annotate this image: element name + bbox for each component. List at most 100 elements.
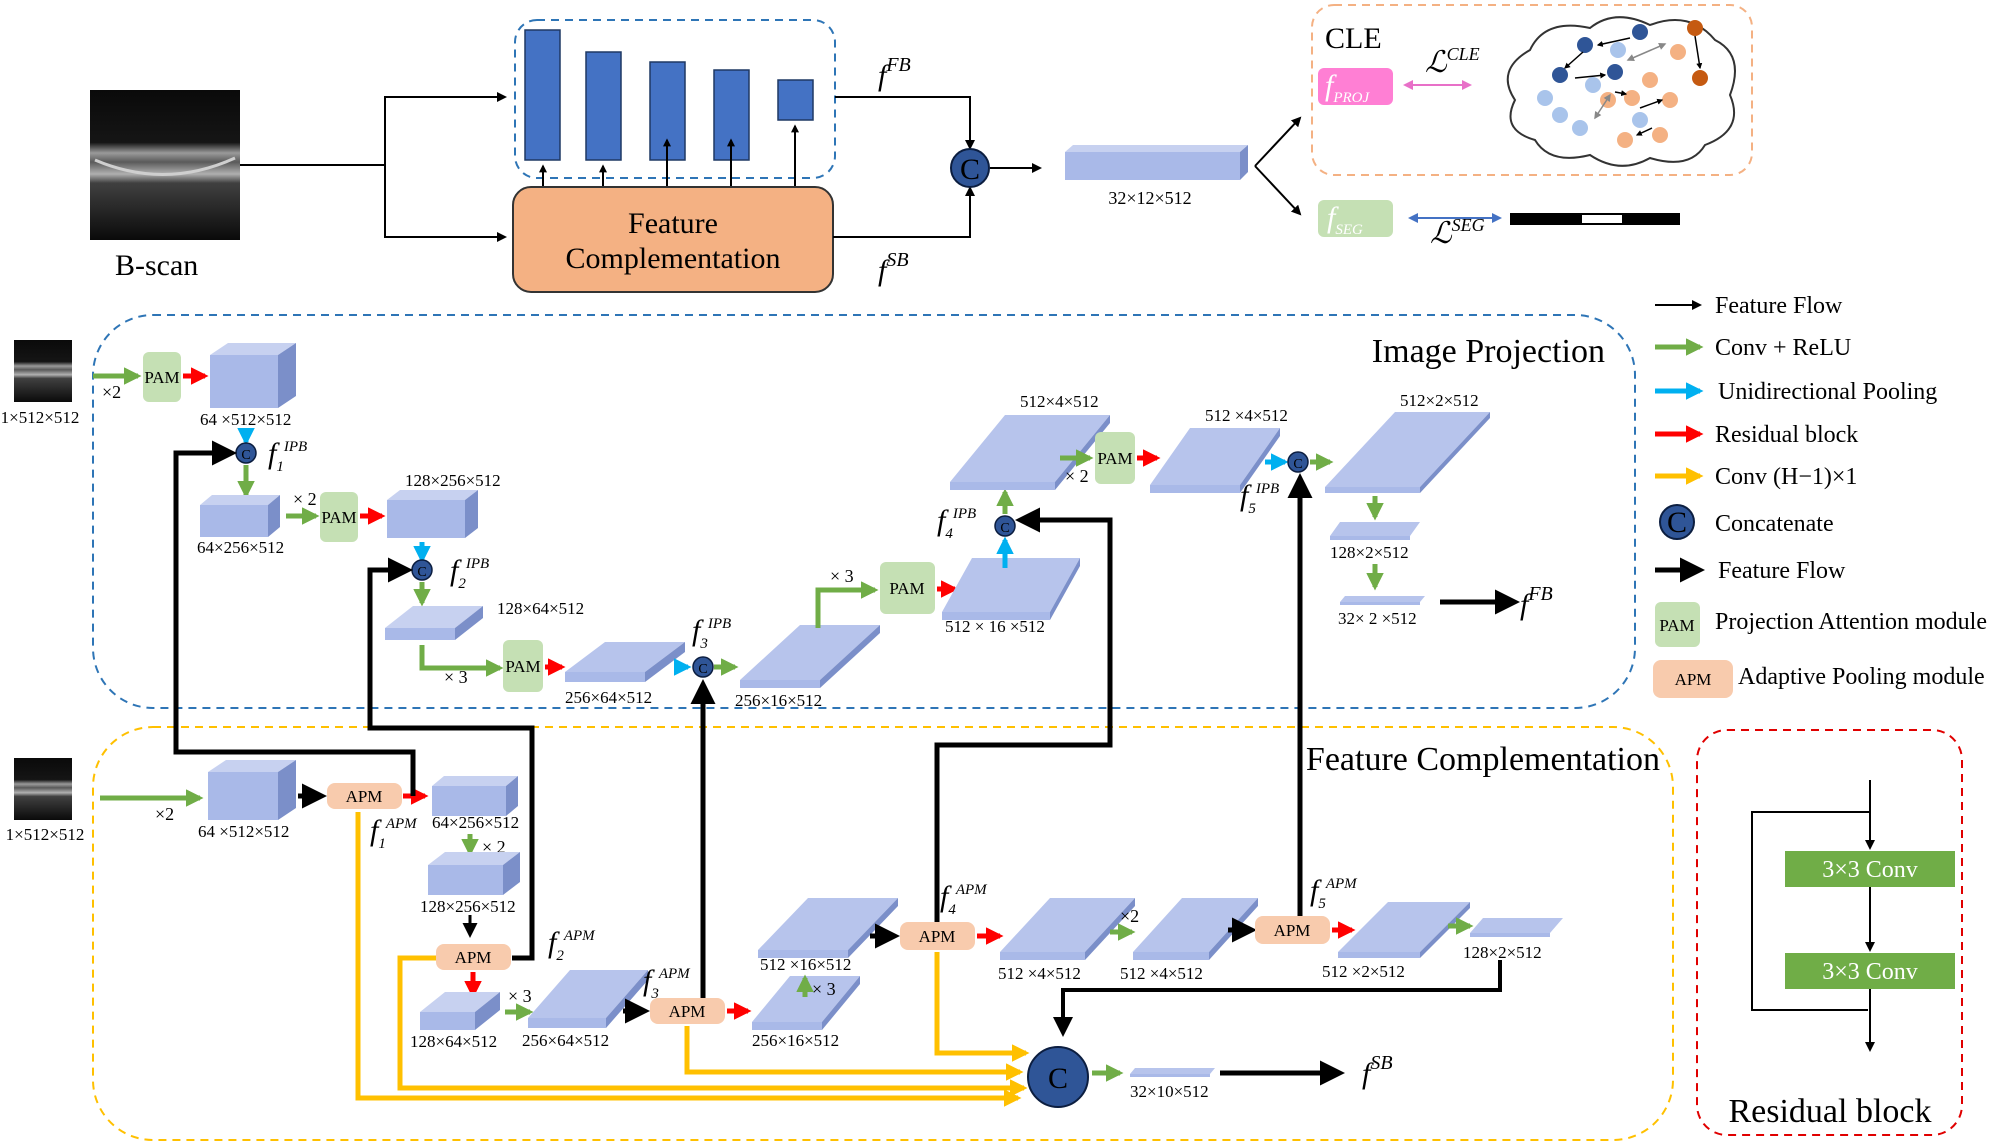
svg-text:256×16×512: 256×16×512 bbox=[752, 1031, 839, 1050]
cle-box bbox=[1311, 4, 1753, 176]
ip-slab-6 bbox=[1330, 522, 1420, 540]
svg-text:1×512×512: 1×512×512 bbox=[6, 825, 85, 844]
svg-text:f1IPB: f1IPB bbox=[268, 437, 307, 475]
fc-slab-3d bbox=[752, 976, 860, 1030]
svg-text:f5APM: f5APM bbox=[1310, 874, 1358, 912]
svg-text:C: C bbox=[1293, 457, 1302, 472]
svg-text:256×64×512: 256×64×512 bbox=[522, 1031, 609, 1050]
svg-text:C: C bbox=[1667, 506, 1687, 539]
svg-text:Feature Flow: Feature Flow bbox=[1715, 293, 1843, 319]
fused-dim-label: 32×12×512 bbox=[1108, 188, 1191, 208]
fc-module-box bbox=[512, 186, 834, 293]
svg-text:Conv (H−1)×1: Conv (H−1)×1 bbox=[1715, 464, 1857, 490]
fc-apm-4 bbox=[900, 922, 975, 950]
bscan-label: B-scan bbox=[115, 249, 198, 282]
svg-text:PAM: PAM bbox=[321, 508, 356, 527]
svg-text:×2: ×2 bbox=[102, 382, 121, 402]
svg-text:× 2: × 2 bbox=[1065, 466, 1089, 486]
svg-text:512 × 16 ×512: 512 × 16 ×512 bbox=[945, 617, 1045, 636]
loss-seg-label: ℒSEG bbox=[1430, 215, 1485, 250]
svg-text:512 ×4×512: 512 ×4×512 bbox=[998, 964, 1081, 983]
svg-text:512 ×2×512: 512 ×2×512 bbox=[1322, 962, 1405, 981]
fc-apm-1 bbox=[327, 783, 402, 809]
fc-module-label-1: Feature bbox=[628, 207, 718, 240]
svg-text:f1APM: f1APM bbox=[370, 814, 418, 852]
ip-bars bbox=[524, 29, 814, 161]
svg-text:128×256×512: 128×256×512 bbox=[420, 897, 516, 916]
svg-text:APM: APM bbox=[669, 1002, 706, 1021]
svg-text:128×64×512: 128×64×512 bbox=[497, 599, 584, 618]
svg-text:f2APM: f2APM bbox=[548, 926, 596, 964]
ip-input-thumb bbox=[14, 340, 72, 402]
fc-apm-3 bbox=[650, 998, 725, 1024]
svg-text:PAM: PAM bbox=[1097, 449, 1132, 468]
svg-text:32×10×512: 32×10×512 bbox=[1130, 1082, 1209, 1101]
svg-text:×2: ×2 bbox=[1120, 906, 1139, 926]
svg-text:64×256×512: 64×256×512 bbox=[432, 813, 519, 832]
fc-cube-2b bbox=[428, 852, 520, 895]
fc-input-thumb bbox=[14, 758, 72, 820]
svg-text:×2: ×2 bbox=[155, 804, 174, 824]
svg-text:512×2×512: 512×2×512 bbox=[1400, 391, 1479, 410]
embedding-points bbox=[1537, 20, 1708, 148]
fc-slab-3c bbox=[758, 898, 898, 958]
f-fb-label: fFB bbox=[878, 54, 911, 92]
svg-text:f5IPB: f5IPB bbox=[1240, 479, 1279, 517]
fused-feature-block bbox=[1065, 145, 1248, 152]
svg-text:3×3 Conv: 3×3 Conv bbox=[1822, 959, 1918, 985]
svg-text:512×4×512: 512×4×512 bbox=[1020, 392, 1099, 411]
fc-apm-2 bbox=[436, 944, 511, 970]
svg-text:APM: APM bbox=[455, 948, 492, 967]
residual-block-panel: 3×3 Conv 3×3 Conv Residual block bbox=[1696, 729, 1963, 1136]
ip-slab-5b bbox=[1325, 412, 1490, 493]
fc-apm-5 bbox=[1255, 916, 1330, 944]
svg-text:APM: APM bbox=[1675, 670, 1712, 689]
f-seg-block bbox=[1318, 200, 1393, 237]
f-proj-block bbox=[1318, 68, 1393, 105]
svg-text:Conv + ReLU: Conv + ReLU bbox=[1715, 335, 1851, 361]
svg-text:512 ×16×512: 512 ×16×512 bbox=[760, 955, 851, 974]
svg-text:512 ×4×512: 512 ×4×512 bbox=[1205, 406, 1288, 425]
svg-text:64 ×512×512: 64 ×512×512 bbox=[198, 822, 289, 841]
svg-text:128×2×512: 128×2×512 bbox=[1463, 943, 1542, 962]
cross-branch-paths bbox=[173, 440, 1313, 998]
svg-text:PAM: PAM bbox=[505, 657, 540, 676]
fc-cube-1 bbox=[208, 760, 296, 820]
svg-text:PAM: PAM bbox=[1659, 616, 1694, 635]
svg-text:C: C bbox=[1048, 1062, 1068, 1095]
svg-text:C: C bbox=[417, 565, 426, 580]
fc-title: Feature Complementation bbox=[1306, 741, 1660, 778]
ip-cube-1 bbox=[210, 343, 296, 408]
fc-concat-node bbox=[1027, 1046, 1089, 1108]
svg-text:32× 2 ×512: 32× 2 ×512 bbox=[1338, 609, 1417, 628]
svg-text:fSB: fSB bbox=[1362, 1052, 1393, 1090]
svg-text:f2IPB: f2IPB bbox=[450, 554, 489, 592]
svg-text:PAM: PAM bbox=[889, 579, 924, 598]
svg-text:× 3: × 3 bbox=[508, 986, 532, 1006]
svg-text:Adaptive Pooling module: Adaptive Pooling module bbox=[1738, 664, 1985, 690]
svg-text:C: C bbox=[1000, 521, 1009, 536]
ip-cube-2a bbox=[200, 495, 280, 537]
fc-slab-5a bbox=[1338, 902, 1470, 958]
svg-text:Concatenate: Concatenate bbox=[1715, 511, 1834, 537]
svg-text:128×256×512: 128×256×512 bbox=[405, 471, 501, 490]
ip-slab-7 bbox=[1340, 596, 1425, 605]
fc-slab-4a bbox=[1000, 898, 1135, 960]
svg-text:C: C bbox=[241, 448, 250, 463]
image-projection-branch: Image Projection 1×512×512 ×2 PAM 64 ×51… bbox=[1, 314, 1636, 710]
svg-text:× 3: × 3 bbox=[812, 979, 836, 999]
svg-text:APM: APM bbox=[919, 927, 956, 946]
svg-text:C: C bbox=[960, 153, 980, 186]
svg-text:f3IPB: f3IPB bbox=[692, 614, 731, 652]
f-sb-label: fSB bbox=[878, 249, 909, 287]
ip-encoder-box bbox=[514, 19, 836, 179]
svg-text:Projection Attention module: Projection Attention module bbox=[1715, 609, 1987, 635]
svg-text:256×16×512: 256×16×512 bbox=[735, 691, 822, 710]
seg-output-bar bbox=[1510, 213, 1680, 225]
svg-text:f3APM: f3APM bbox=[643, 964, 691, 1002]
loss-cle-label: ℒCLE bbox=[1425, 44, 1480, 79]
cle-title: CLE bbox=[1325, 22, 1382, 55]
residual-block-title: Residual block bbox=[1728, 1093, 1931, 1130]
svg-text:f4IPB: f4IPB bbox=[937, 504, 976, 542]
ip-slab-5a bbox=[1150, 428, 1280, 493]
